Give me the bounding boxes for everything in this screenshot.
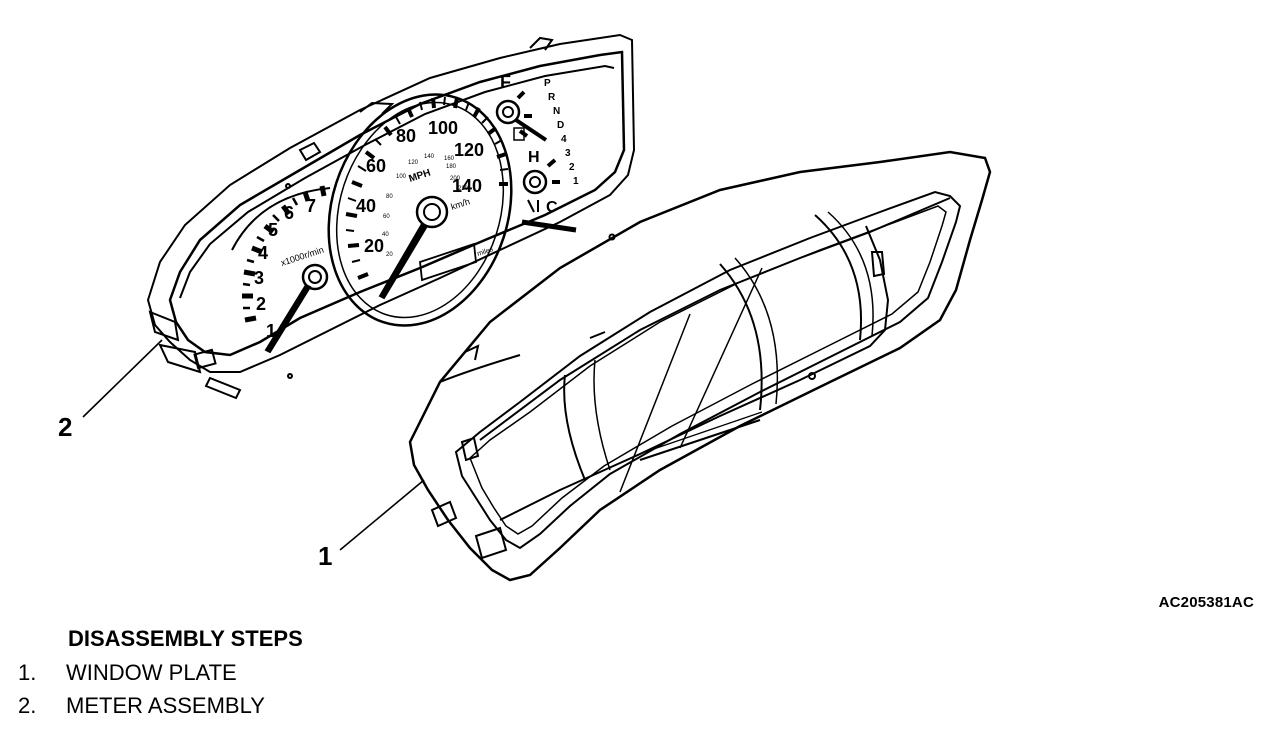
leader-lines <box>82 339 425 551</box>
mph-label-60: 60 <box>366 156 386 176</box>
tach-label-1: 1 <box>266 321 276 341</box>
kmh-label-100: 100 <box>396 174 407 180</box>
mph-label-40: 40 <box>356 196 376 216</box>
mph-label-20: 20 <box>364 236 384 256</box>
mph-label-140: 140 <box>452 176 482 196</box>
kmh-label-220: 220 <box>458 186 469 192</box>
temp-cold-label: C <box>546 199 558 216</box>
fuel-full-label: F <box>500 72 511 92</box>
kmh-label-80: 80 <box>386 194 393 200</box>
gear-3: 3 <box>565 148 571 159</box>
meter-assembly <box>146 33 636 400</box>
gear-d: D <box>557 120 564 131</box>
tach-label-4: 4 <box>258 243 268 263</box>
kmh-label-120: 120 <box>408 160 419 166</box>
callout-1: 1 <box>318 541 333 571</box>
step-item-2: 2. METER ASSEMBLY <box>18 689 303 722</box>
mph-label-120: 120 <box>454 140 484 160</box>
tach-label-2: 2 <box>256 294 266 314</box>
gear-r: R <box>548 92 556 103</box>
kmh-label-200: 200 <box>450 176 461 182</box>
step-label: WINDOW PLATE <box>66 659 237 685</box>
kmh-label-60: 60 <box>383 214 390 220</box>
callout-2: 2 <box>58 412 73 442</box>
odometer-unit-label: miles <box>476 246 494 258</box>
kmh-label-180: 180 <box>446 164 457 170</box>
gear-2: 2 <box>569 162 575 173</box>
disassembly-steps: DISASSEMBLY STEPS 1. WINDOW PLATE 2. MET… <box>18 626 303 722</box>
tach-label-6: 6 <box>284 203 294 223</box>
gear-1: 1 <box>573 176 579 187</box>
step-item-1: 1. WINDOW PLATE <box>18 656 303 689</box>
leader-line-2 <box>82 339 163 418</box>
mph-label-100: 100 <box>428 118 458 138</box>
kmh-label-20: 20 <box>386 252 393 258</box>
step-label: METER ASSEMBLY <box>66 692 265 718</box>
kmh-label-140: 140 <box>424 154 435 160</box>
step-number: 1. <box>18 659 37 685</box>
kmh-label-40: 40 <box>382 232 389 238</box>
tach-label-3: 3 <box>254 268 264 288</box>
kmh-unit-label: km/h <box>450 196 472 212</box>
gear-n: N <box>553 106 560 117</box>
tach-label-5: 5 <box>268 220 278 240</box>
mph-label-80: 80 <box>396 126 416 146</box>
leader-line-1 <box>339 479 425 551</box>
mph-unit-label: MPH <box>408 168 433 185</box>
gear-p: P <box>544 78 551 89</box>
gear-4: 4 <box>561 134 567 145</box>
tach-label-7: 7 <box>306 196 316 216</box>
kmh-label-160: 160 <box>444 156 455 162</box>
window-plate <box>408 150 992 582</box>
step-number: 2. <box>18 692 37 718</box>
temp-hot-label: H <box>528 149 540 166</box>
figure-code: AC205381AC <box>1158 594 1254 611</box>
exploded-view-diagram: 1 2 3 4 5 6 7 x1000r/min 20 40 60 80 100… <box>82 33 992 582</box>
steps-title: DISASSEMBLY STEPS <box>68 626 303 651</box>
